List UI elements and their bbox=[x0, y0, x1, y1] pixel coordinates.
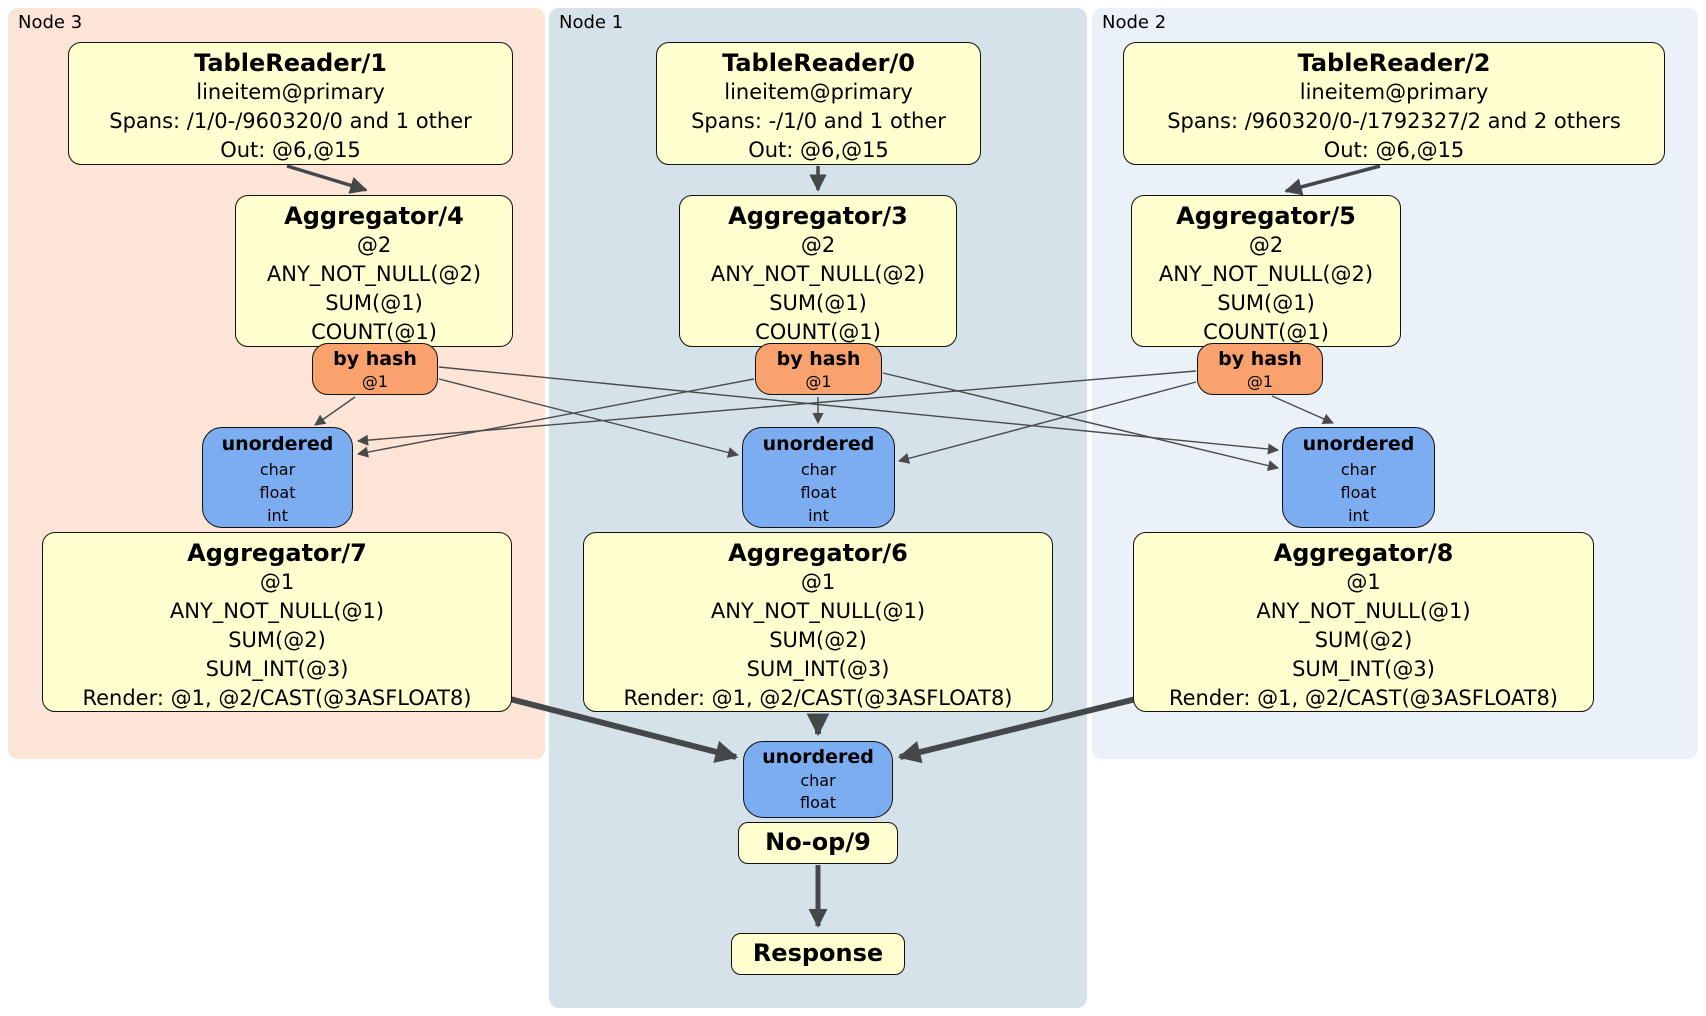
table-reader-0-index: lineitem@primary bbox=[724, 80, 913, 104]
aggregator-4-fn1: ANY_NOT_NULL(@2) bbox=[266, 262, 482, 286]
aggregator-8-fn3: SUM_INT(@3) bbox=[1292, 657, 1435, 681]
aggregator-4-group: @2 bbox=[356, 233, 392, 257]
aggregator-3-fn1: ANY_NOT_NULL(@2) bbox=[710, 262, 926, 286]
aggregator-6-box: Aggregator/6 @1 ANY_NOT_NULL(@1) SUM(@2)… bbox=[583, 532, 1053, 712]
aggregator-8-fn2: SUM(@2) bbox=[1314, 628, 1413, 652]
response-title: Response bbox=[752, 939, 884, 967]
noop-title: No-op/9 bbox=[765, 828, 871, 856]
aggregator-6-fn2: SUM(@2) bbox=[769, 628, 867, 652]
aggregator-5-group: @2 bbox=[1248, 233, 1284, 257]
aggregator-5-fn1: ANY_NOT_NULL(@2) bbox=[1158, 262, 1374, 286]
aggregator-7-group: @1 bbox=[259, 570, 295, 594]
unordered-sync-final-title: unordered bbox=[762, 746, 874, 768]
aggregator-3-fn3: COUNT(@1) bbox=[755, 320, 881, 344]
table-reader-1-index: lineitem@primary bbox=[196, 80, 385, 104]
table-reader-1-spans: Spans: /1/0-/960320/0 and 1 other bbox=[109, 109, 472, 133]
unordered-sync-node2-col1: char bbox=[1340, 460, 1377, 479]
hash-router-node1: by hash @1 bbox=[755, 343, 882, 395]
aggregator-7-box: Aggregator/7 @1 ANY_NOT_NULL(@1) SUM(@2)… bbox=[42, 532, 512, 712]
aggregator-4-box: Aggregator/4 @2 ANY_NOT_NULL(@2) SUM(@1)… bbox=[235, 195, 513, 347]
aggregator-6-fn1: ANY_NOT_NULL(@1) bbox=[710, 599, 926, 623]
unordered-sync-final-col2: float bbox=[800, 793, 836, 812]
aggregator-8-group: @1 bbox=[1346, 570, 1381, 594]
unordered-sync-node1-col3: int bbox=[808, 506, 829, 525]
hash-router-node3: by hash @1 bbox=[312, 343, 438, 395]
unordered-sync-node2-col2: float bbox=[1340, 483, 1377, 502]
aggregator-7-fn1: ANY_NOT_NULL(@1) bbox=[169, 599, 385, 623]
aggregator-8-title: Aggregator/8 bbox=[1273, 539, 1454, 567]
aggregator-7-title: Aggregator/7 bbox=[187, 539, 367, 567]
table-reader-0-box: TableReader/0 lineitem@primary Spans: -/… bbox=[656, 42, 981, 165]
table-reader-2-index: lineitem@primary bbox=[1299, 80, 1489, 104]
aggregator-4-fn2: SUM(@1) bbox=[325, 291, 423, 315]
aggregator-5-fn3: COUNT(@1) bbox=[1203, 320, 1329, 344]
aggregator-3-fn2: SUM(@1) bbox=[769, 291, 867, 315]
node-panel-3-label: Node 3 bbox=[18, 12, 83, 33]
hash-router-node3-title: by hash bbox=[333, 348, 417, 370]
unordered-sync-node2-title: unordered bbox=[1302, 433, 1415, 455]
unordered-sync-node3-col3: int bbox=[267, 506, 288, 525]
aggregator-3-title: Aggregator/3 bbox=[728, 202, 908, 230]
hash-router-node2: by hash @1 bbox=[1197, 343, 1323, 395]
aggregator-6-title: Aggregator/6 bbox=[728, 539, 908, 567]
aggregator-5-fn2: SUM(@1) bbox=[1217, 291, 1315, 315]
aggregator-7-render: Render: @1, @2/CAST(@3ASFLOAT8) bbox=[82, 686, 472, 710]
table-reader-1-box: TableReader/1 lineitem@primary Spans: /1… bbox=[68, 42, 513, 165]
unordered-sync-node1-title: unordered bbox=[762, 433, 875, 455]
table-reader-1-title: TableReader/1 bbox=[194, 49, 387, 77]
hash-router-node1-key: @1 bbox=[805, 372, 832, 391]
unordered-sync-node3-title: unordered bbox=[221, 433, 334, 455]
aggregator-3-box: Aggregator/3 @2 ANY_NOT_NULL(@2) SUM(@1)… bbox=[679, 195, 957, 347]
aggregator-3-group: @2 bbox=[800, 233, 836, 257]
table-reader-0-title: TableReader/0 bbox=[722, 49, 915, 77]
unordered-sync-node1-col1: char bbox=[800, 460, 837, 479]
table-reader-0-spans: Spans: -/1/0 and 1 other bbox=[691, 109, 946, 133]
hash-router-node2-key: @1 bbox=[1246, 372, 1274, 391]
table-reader-2-out: Out: @6,@15 bbox=[1323, 138, 1465, 162]
unordered-sync-node2: unordered char float int bbox=[1282, 427, 1435, 528]
aggregator-4-title: Aggregator/4 bbox=[284, 202, 464, 230]
unordered-sync-node1-col2: float bbox=[800, 483, 837, 502]
aggregator-6-fn3: SUM_INT(@3) bbox=[746, 657, 890, 681]
hash-router-node1-title: by hash bbox=[776, 348, 861, 370]
table-reader-2-spans: Spans: /960320/0-/1792327/2 and 2 others bbox=[1167, 109, 1621, 133]
node-panel-1-label: Node 1 bbox=[559, 12, 624, 33]
unordered-sync-node3-col2: float bbox=[259, 483, 296, 502]
noop-box: No-op/9 bbox=[738, 822, 898, 864]
aggregator-8-box: Aggregator/8 @1 ANY_NOT_NULL(@1) SUM(@2)… bbox=[1133, 532, 1594, 712]
aggregator-8-render: Render: @1, @2/CAST(@3ASFLOAT8) bbox=[1168, 686, 1559, 710]
table-reader-0-out: Out: @6,@15 bbox=[748, 138, 889, 162]
aggregator-5-box: Aggregator/5 @2 ANY_NOT_NULL(@2) SUM(@1)… bbox=[1131, 195, 1401, 347]
unordered-sync-node3-col1: char bbox=[259, 460, 296, 479]
table-reader-1-out: Out: @6,@15 bbox=[220, 138, 361, 162]
aggregator-4-fn3: COUNT(@1) bbox=[311, 320, 437, 344]
unordered-sync-final: unordered char float bbox=[743, 741, 893, 818]
aggregator-6-group: @1 bbox=[800, 570, 836, 594]
response-box: Response bbox=[731, 933, 905, 975]
aggregator-8-fn1: ANY_NOT_NULL(@1) bbox=[1256, 599, 1471, 623]
aggregator-7-fn2: SUM(@2) bbox=[228, 628, 326, 652]
aggregator-5-title: Aggregator/5 bbox=[1176, 202, 1356, 230]
aggregator-6-render: Render: @1, @2/CAST(@3ASFLOAT8) bbox=[623, 686, 1013, 710]
hash-router-node2-title: by hash bbox=[1218, 348, 1302, 370]
unordered-sync-node2-col3: int bbox=[1348, 506, 1369, 525]
unordered-sync-final-col1: char bbox=[800, 771, 836, 790]
aggregator-7-fn3: SUM_INT(@3) bbox=[205, 657, 349, 681]
table-reader-2-title: TableReader/2 bbox=[1297, 49, 1491, 77]
unordered-sync-node1: unordered char float int bbox=[742, 427, 895, 528]
table-reader-2-box: TableReader/2 lineitem@primary Spans: /9… bbox=[1123, 42, 1665, 165]
hash-router-node3-key: @1 bbox=[361, 372, 389, 391]
node-panel-2-label: Node 2 bbox=[1102, 12, 1167, 33]
unordered-sync-node3: unordered char float int bbox=[202, 427, 353, 528]
